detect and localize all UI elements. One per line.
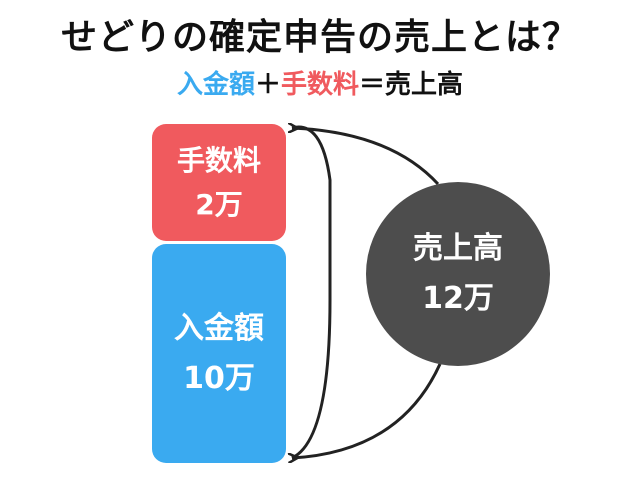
fee-box: 手数料 2万 [152, 124, 286, 241]
fee-box-value: 2万 [195, 187, 243, 221]
formula-equals: ＝ [359, 70, 386, 100]
deposit-box: 入金額 10万 [152, 244, 286, 463]
sales-circle: 売上高 12万 [366, 182, 550, 366]
sales-circle-label: 売上高 [413, 231, 503, 266]
deposit-box-value: 10万 [183, 360, 255, 396]
formula: 入金額＋手数料＝売上高 [0, 64, 640, 101]
formula-fee: 手数料 [280, 70, 359, 100]
arc-left-curve [291, 125, 332, 460]
fee-box-label: 手数料 [176, 143, 261, 177]
deposit-box-label: 入金額 [174, 310, 264, 346]
formula-result: 売上高 [385, 70, 464, 100]
arc-to-deposit-arrow [292, 363, 442, 458]
formula-deposit: 入金額 [176, 70, 255, 100]
arc-to-fee-arrow [292, 128, 440, 186]
page-title: せどりの確定申告の売上とは？ [60, 17, 579, 58]
formula-plus: ＋ [254, 70, 281, 100]
sales-circle-value: 12万 [422, 281, 494, 316]
